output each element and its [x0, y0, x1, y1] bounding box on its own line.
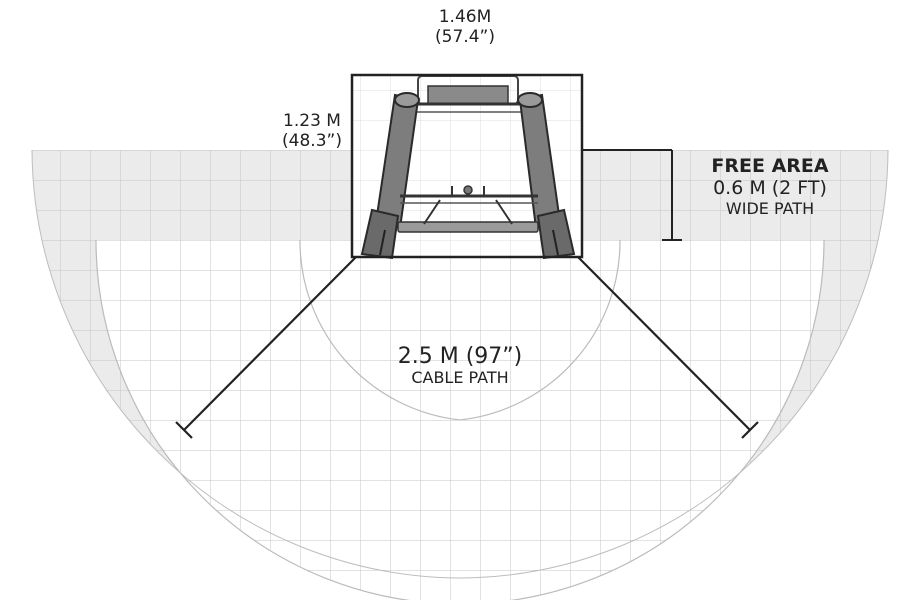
free-area-size: 0.6 M (2 FT) [713, 176, 827, 199]
footprint-outline [350, 73, 584, 259]
free-area-label: FREE AREA 0.6 M (2 FT) WIDE PATH [690, 155, 850, 218]
outer-outline [31, 149, 889, 579]
right-arm [517, 92, 576, 260]
cable-path-label: 2.5 M (97”) CABLE PATH [370, 344, 550, 388]
base-frame [397, 185, 539, 233]
top-plate [427, 85, 509, 105]
free-area-title: FREE AREA [711, 155, 829, 177]
cable-path-lines [175, 256, 759, 439]
center-right-arc [459, 239, 621, 421]
cable-path-note: CABLE PATH [411, 368, 509, 388]
cable-path-size: 2.5 M (97”) [397, 344, 523, 369]
width-imperial: (57.4”) [435, 26, 495, 47]
free-area-note: WIDE PATH [725, 198, 815, 218]
machine-depth-label: 1.23 M (48.3”) [262, 111, 362, 151]
center-left-arc [299, 239, 461, 421]
right-cable-line [577, 256, 751, 431]
depth-metric: 1.23 M [283, 111, 341, 131]
left-overlap-arc [95, 239, 461, 604]
depth-imperial: (48.3”) [282, 130, 342, 151]
left-cable-line [183, 256, 357, 431]
left-arm [360, 92, 420, 260]
free-area-bracket [581, 142, 682, 241]
width-metric: 1.46M [438, 7, 492, 27]
right-overlap-arc [459, 239, 825, 604]
machine-width-label: 1.46M (57.4”) [410, 7, 520, 47]
seat-plate [397, 221, 539, 233]
machine-footprint [350, 73, 584, 260]
